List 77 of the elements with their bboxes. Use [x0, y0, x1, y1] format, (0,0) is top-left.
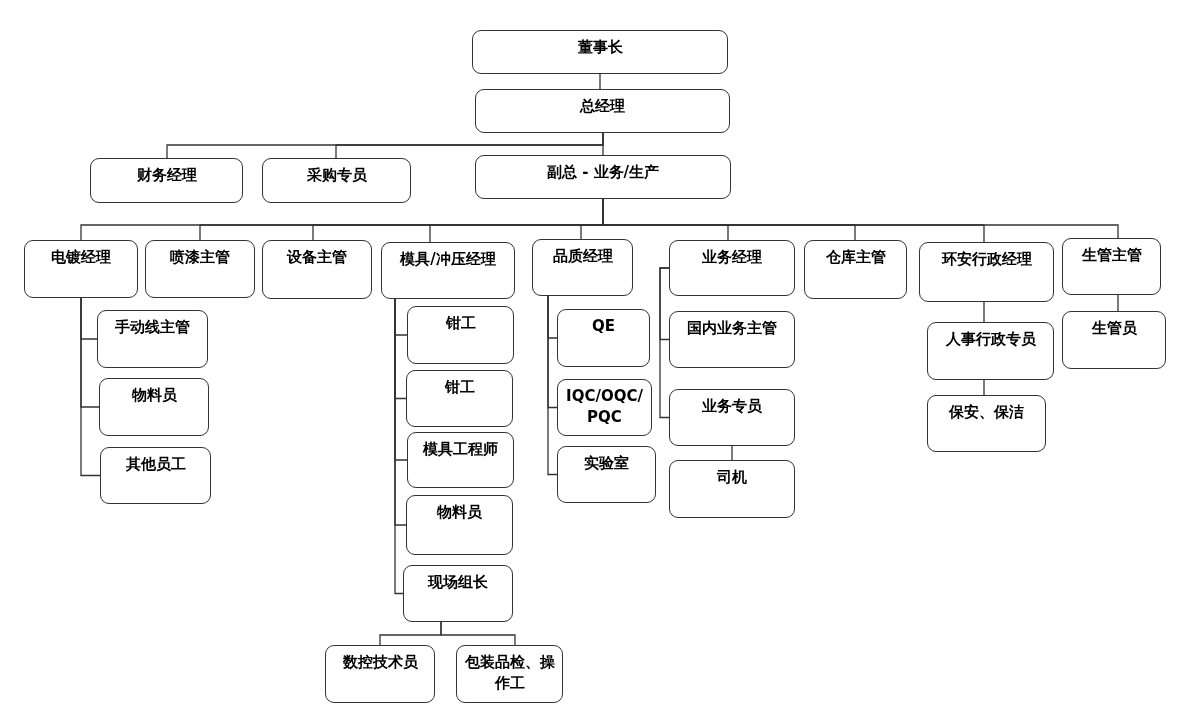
position-box	[100, 447, 211, 504]
connector-line	[1117, 294, 1119, 312]
position-box	[145, 240, 255, 298]
connector-line	[983, 301, 985, 323]
connector-line	[547, 295, 558, 476]
position-box	[472, 30, 728, 74]
position-title: 物料员	[130, 385, 178, 406]
connector-line	[80, 297, 101, 477]
position-title: 董事长	[576, 37, 624, 58]
position-title: 实验室	[583, 453, 630, 474]
position-box	[381, 242, 515, 299]
position-title: 总经理	[578, 96, 626, 117]
position-box	[804, 240, 907, 299]
position-box	[97, 310, 208, 368]
position-box	[407, 306, 514, 364]
position-box	[1062, 238, 1161, 295]
position-title: 品质经理	[551, 246, 614, 267]
position-title: 仓库主管	[824, 247, 887, 268]
position-title: 数控技术员	[341, 652, 419, 673]
position-box	[24, 240, 138, 298]
position-box	[403, 565, 513, 622]
position-box	[407, 432, 514, 488]
position-title: 模具工程师	[421, 439, 499, 460]
connector-line	[731, 445, 733, 461]
position-title: 生管主管	[1080, 245, 1143, 266]
connector-line	[659, 267, 670, 419]
position-box	[325, 645, 435, 703]
position-box	[406, 495, 513, 555]
position-title: 业务经理	[701, 247, 763, 268]
position-box	[927, 322, 1054, 380]
connector-line	[440, 621, 516, 646]
position-title: 业务专员	[701, 396, 763, 417]
position-box	[669, 460, 795, 518]
position-box	[557, 446, 656, 503]
position-title: 副总 - 业务/生产	[545, 162, 661, 183]
position-box	[456, 645, 563, 703]
position-title: 电镀经理	[50, 247, 112, 268]
position-title: 喷漆主管	[169, 247, 231, 268]
position-title: 保安、保洁	[947, 402, 1025, 423]
position-title: 司机	[716, 467, 748, 488]
position-box	[557, 309, 650, 367]
position-title: 采购专员	[305, 165, 368, 186]
position-box	[406, 370, 513, 427]
position-title: 生管员	[1090, 318, 1138, 339]
position-title: 财务经理	[135, 165, 198, 186]
position-box	[669, 240, 795, 296]
position-title: 物料员	[435, 502, 483, 523]
position-box	[927, 395, 1046, 452]
position-title: 手动线主管	[114, 317, 191, 338]
position-box	[262, 158, 411, 203]
position-box	[669, 389, 795, 446]
position-title: IQC/OQC/PQC	[565, 386, 644, 428]
position-box	[99, 378, 209, 436]
position-box	[262, 240, 372, 299]
position-box	[1062, 311, 1166, 369]
connector-line	[394, 298, 404, 595]
connector-line	[602, 132, 604, 156]
position-title: 现场组长	[426, 572, 489, 593]
connector-line	[599, 73, 601, 90]
position-title: 包装品检、操作工	[463, 652, 556, 694]
position-title: 设备主管	[285, 247, 348, 268]
position-box	[475, 155, 731, 199]
position-box	[532, 239, 633, 296]
position-title: 钳工	[444, 313, 477, 334]
position-title: 人事行政专员	[944, 329, 1037, 350]
position-title: 其他员工	[124, 454, 187, 475]
position-box	[90, 158, 243, 203]
position-title: 钳工	[443, 377, 476, 398]
position-box	[475, 89, 730, 133]
connector-line	[983, 379, 985, 396]
position-title: 国内业务主管	[686, 318, 778, 339]
position-box	[557, 379, 652, 436]
position-box	[919, 242, 1054, 302]
position-title: 环安行政经理	[940, 249, 1033, 270]
position-title: 模具/冲压经理	[398, 249, 497, 270]
position-title: QE	[591, 316, 616, 337]
position-box	[669, 311, 795, 368]
